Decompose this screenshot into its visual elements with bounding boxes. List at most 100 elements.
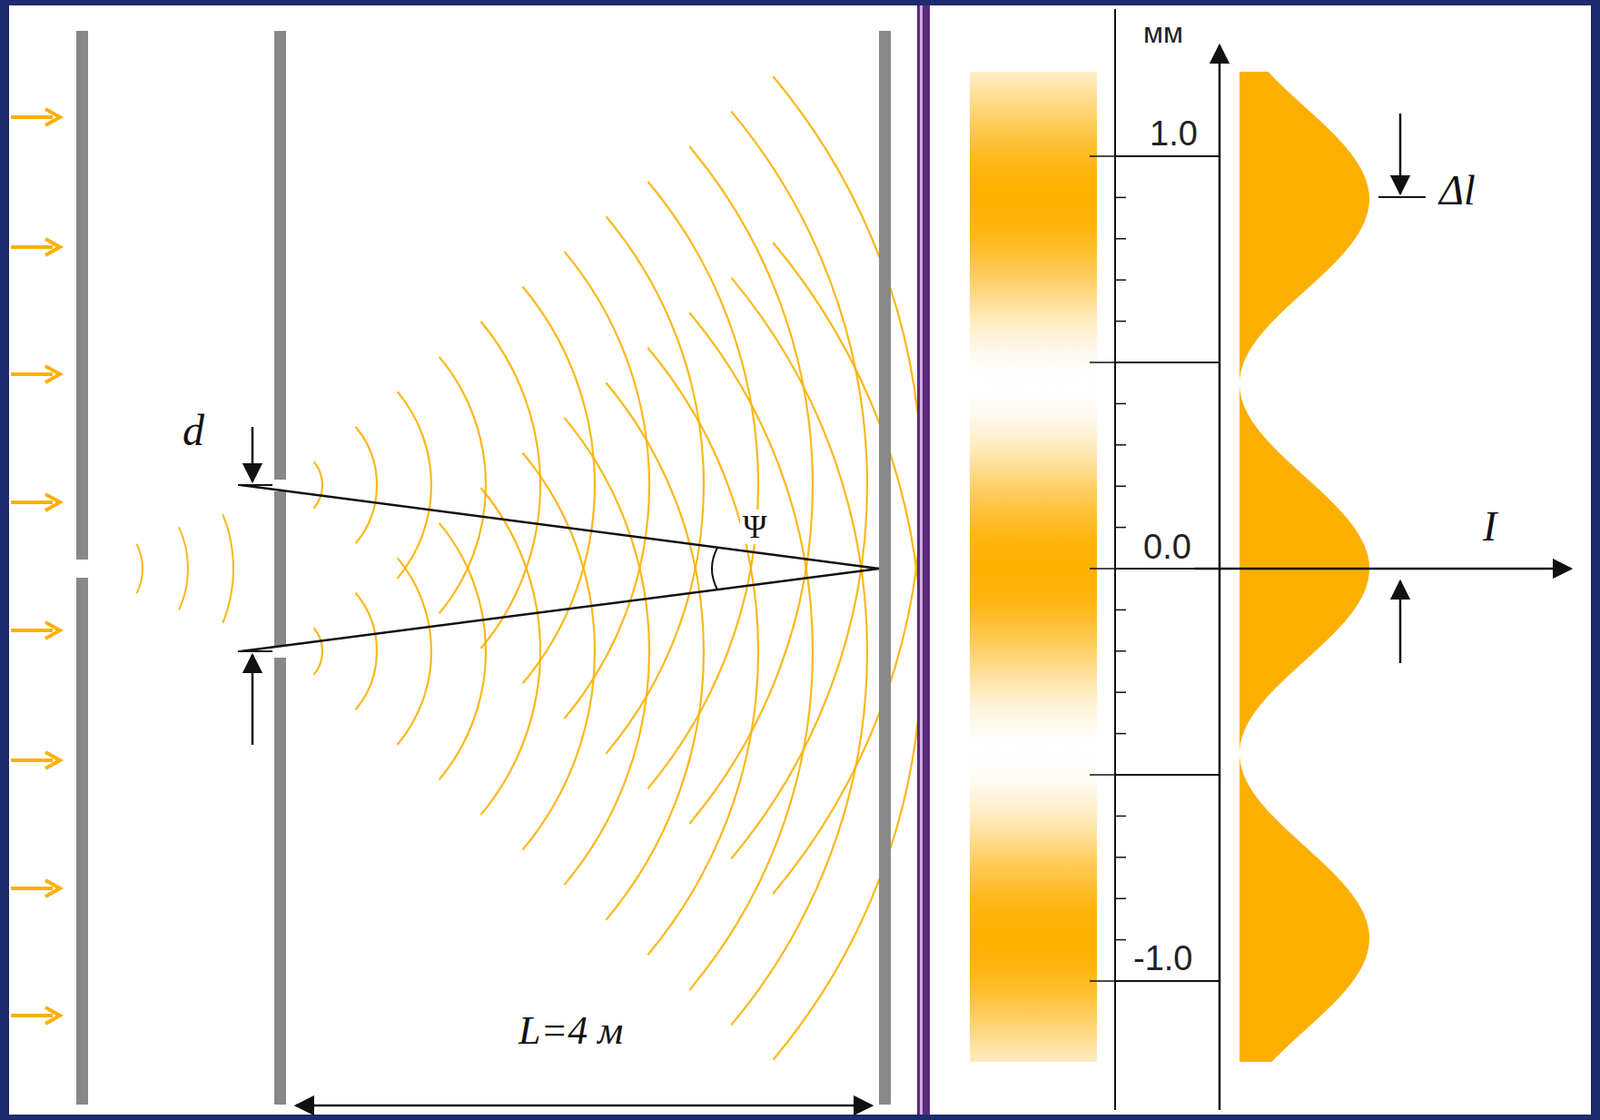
light-arrow <box>10 500 53 504</box>
wave-front <box>480 321 541 649</box>
dimension-arrow <box>251 654 255 745</box>
wave-front <box>605 382 704 919</box>
light-arrow <box>45 365 60 383</box>
axis-tick <box>1115 526 1126 529</box>
axis-tick <box>1089 361 1116 364</box>
wave-fronts <box>136 76 922 1060</box>
wave-front <box>563 251 650 719</box>
axis-tick <box>1115 609 1126 612</box>
period-arrow <box>1399 113 1403 194</box>
axis-tick <box>1115 444 1126 446</box>
axis-tick <box>1115 650 1126 652</box>
axis-tick <box>1115 361 1219 364</box>
ray <box>240 484 880 569</box>
axis-value: 0.0 <box>1140 528 1195 565</box>
axis-tick <box>1089 773 1116 776</box>
axis-value: -1.0 <box>1130 939 1196 977</box>
axis-tick <box>1115 484 1126 487</box>
axis-tick <box>1115 897 1126 899</box>
position-axis <box>1218 45 1222 1110</box>
screen-single-slit <box>76 577 89 1105</box>
light-arrow <box>45 108 60 126</box>
fringe-pattern <box>969 71 1097 1062</box>
angle-arc <box>711 547 718 590</box>
screen-double-slit <box>274 657 287 1105</box>
axis-tick <box>1115 155 1219 158</box>
wave-front <box>397 391 432 579</box>
wave-front <box>439 356 486 614</box>
axis-tick <box>1115 938 1126 941</box>
wave-front <box>178 526 188 610</box>
light-arrow <box>45 622 60 639</box>
axis-tick <box>1089 567 1116 570</box>
light-arrow <box>10 886 53 890</box>
wave-front <box>689 146 813 824</box>
screen-double-slit <box>274 491 287 646</box>
screen-single-slit <box>76 30 89 560</box>
axis-tick <box>1115 979 1219 982</box>
light-arrow <box>45 238 60 256</box>
wave-front <box>647 181 759 789</box>
wave-front <box>355 592 377 711</box>
wave-front <box>689 312 813 990</box>
wave-front <box>480 487 541 815</box>
light-arrow <box>10 758 53 762</box>
axis-tick <box>1115 237 1126 240</box>
light-arrow <box>45 879 60 897</box>
wave-front <box>647 347 759 955</box>
axis-tick <box>1089 979 1116 982</box>
light-arrow <box>10 245 53 249</box>
wave-front <box>136 543 143 593</box>
axis-tick <box>1115 773 1219 776</box>
distance-label: L=4 м <box>515 1009 626 1052</box>
wave-front <box>563 417 650 885</box>
axis-tick <box>1115 732 1126 735</box>
light-arrow <box>10 372 53 376</box>
light-arrow <box>10 115 53 119</box>
intensity-curve <box>1239 71 1370 1062</box>
mm-axis <box>1114 9 1117 1110</box>
intensity-axis <box>1194 567 1571 571</box>
period-tick <box>1378 196 1426 198</box>
wave-front <box>730 277 868 1026</box>
wave-front <box>522 452 595 850</box>
separator <box>917 5 930 1115</box>
axis-tick <box>1115 856 1126 859</box>
observation-screen <box>879 30 891 1105</box>
axis-tick <box>1115 278 1126 281</box>
unit-label: мм <box>1140 17 1186 49</box>
dimension-arrow <box>251 426 255 482</box>
wave-front <box>355 426 377 544</box>
light-arrow <box>45 493 60 511</box>
wave-front <box>772 242 922 1060</box>
fringe-spacing: Δl <box>1436 168 1479 213</box>
dimension-arrow <box>296 1104 872 1107</box>
separator <box>919 5 923 1115</box>
axis-tick <box>1115 320 1126 323</box>
wave-front <box>730 111 868 860</box>
light-arrow <box>45 751 60 769</box>
wave-front <box>439 523 486 781</box>
wave-front <box>314 461 323 508</box>
axis-value: 1.0 <box>1146 115 1201 152</box>
dimension-tick <box>237 483 273 486</box>
wave-front <box>222 513 234 623</box>
angle-symbol: Ψ <box>740 509 771 544</box>
axis-tick <box>1115 691 1126 693</box>
incident-light-arrows <box>10 108 60 1024</box>
light-arrow <box>45 1007 60 1024</box>
intensity-label: I <box>1480 504 1500 549</box>
wave-front <box>397 557 432 745</box>
wave-front <box>605 216 704 753</box>
axis-tick <box>1115 403 1126 405</box>
light-arrow <box>10 1013 53 1018</box>
slit-distance: d <box>179 407 208 454</box>
ray <box>240 568 880 652</box>
axis-tick <box>1115 815 1126 818</box>
light-arrow <box>10 628 53 633</box>
axis-tick <box>1089 155 1116 158</box>
dimension-tick <box>237 650 273 652</box>
wave-front <box>522 286 595 683</box>
wave-front <box>314 627 323 674</box>
